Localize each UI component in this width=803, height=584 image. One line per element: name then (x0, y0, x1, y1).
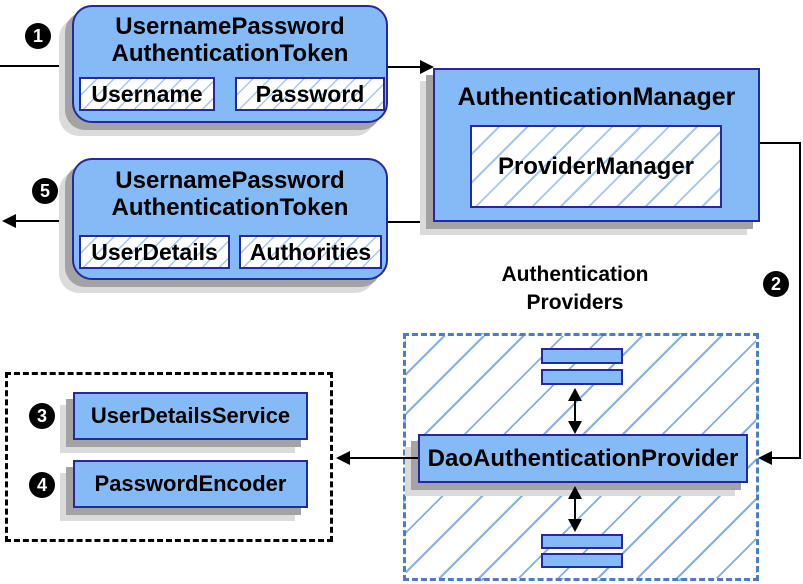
provider-arrowhead-icon (758, 451, 772, 465)
dao-to-services-line (349, 457, 418, 459)
token-request-title: UsernamePassword AuthenticationToken (74, 13, 386, 67)
provider-placeholder-bar (541, 369, 623, 385)
password-encoder-label: PasswordEncoder (94, 471, 287, 496)
authorities-field-box: Authorities (239, 235, 382, 269)
step-2-badge: 2 (763, 271, 789, 297)
token-response-title-line2: AuthenticationToken (111, 194, 349, 221)
services-arrowhead-icon (336, 451, 350, 465)
dao-bottom-link-line (574, 494, 576, 524)
password-field-box: Password (235, 77, 385, 111)
authentication-providers-label: Authentication Providers (425, 261, 725, 317)
username-password-token-request-node: UsernamePassword AuthenticationToken Use… (72, 5, 388, 123)
outgoing-response-arrowhead-icon (2, 214, 16, 228)
manager-to-provider-line-vertical (799, 142, 801, 459)
step-1-badge: 1 (25, 23, 51, 49)
manager-to-token-line (388, 221, 433, 223)
step-4-badge: 4 (29, 472, 55, 498)
dao-top-link-up-arrowhead-icon (568, 388, 582, 401)
authentication-providers-label-line1: Authentication (501, 263, 649, 286)
username-field-box: Username (79, 77, 215, 111)
dao-bottom-link-down-arrowhead-icon (568, 519, 582, 532)
provider-manager-box: ProviderManager (470, 125, 722, 208)
services-group-box (5, 372, 333, 542)
password-encoder-node: PasswordEncoder (73, 460, 308, 508)
step-3-badge: 3 (29, 403, 55, 429)
dao-authentication-provider-label: DaoAuthenticationProvider (427, 444, 739, 472)
provider-placeholder-bar (541, 348, 623, 364)
token-request-title-line2: AuthenticationToken (111, 40, 349, 67)
outgoing-response-line (14, 220, 72, 222)
step-5-badge: 5 (32, 178, 58, 204)
token-response-title: UsernamePassword AuthenticationToken (74, 167, 386, 221)
provider-placeholder-bar (541, 534, 623, 549)
token-request-title-line1: UsernamePassword (115, 13, 345, 40)
user-details-field-label: UserDetails (91, 238, 218, 265)
dao-bottom-link-up-arrowhead-icon (568, 486, 582, 499)
authorities-field-label: Authorities (249, 238, 372, 265)
authentication-manager-title: AuthenticationManager (457, 83, 736, 111)
password-field-label: Password (255, 80, 365, 107)
manager-to-provider-line-bottom (771, 457, 801, 459)
user-details-service-node: UserDetailsService (73, 392, 308, 440)
username-password-token-response-node: UsernamePassword AuthenticationToken Use… (72, 158, 388, 280)
authentication-providers-label-line2: Providers (526, 291, 624, 314)
token-response-title-line1: UsernamePassword (115, 167, 345, 194)
provider-manager-label: ProviderManager (497, 152, 695, 180)
dao-authentication-provider-node: DaoAuthenticationProvider (418, 434, 748, 483)
dao-top-link-down-arrowhead-icon (568, 421, 582, 434)
token-to-manager-arrowhead-icon (420, 60, 434, 74)
token-to-manager-line (388, 66, 422, 68)
user-details-field-box: UserDetails (79, 235, 230, 269)
user-details-service-label: UserDetailsService (90, 403, 291, 428)
authentication-manager-node: AuthenticationManager ProviderManager (433, 68, 760, 222)
dao-top-link-line (574, 396, 576, 426)
provider-placeholder-bar (541, 553, 623, 568)
manager-to-provider-line-top (759, 142, 801, 144)
incoming-request-line (0, 65, 72, 67)
username-field-label: Username (91, 80, 203, 107)
